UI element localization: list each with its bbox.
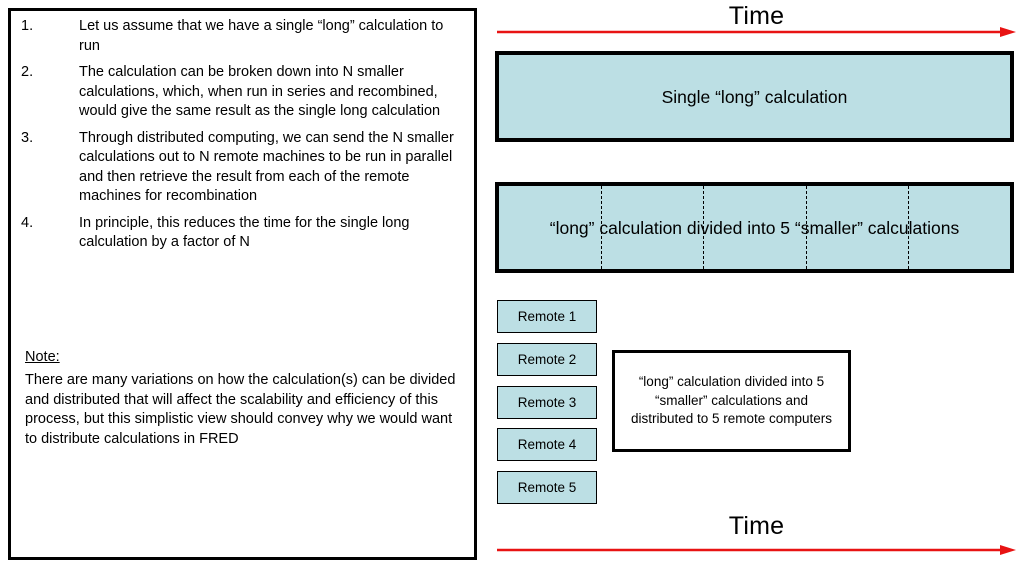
divided-calculation-bar: “long” calculation divided into 5 “small…	[495, 182, 1014, 273]
callout-text: “long” calculation divided into 5 “small…	[630, 374, 833, 427]
note-block: Note: There are many variations on how t…	[25, 347, 462, 449]
list-item-text: Let us assume that we have a single “lon…	[79, 18, 444, 54]
time-label-bottom: Time	[728, 512, 785, 540]
remote-box-5: Remote 5	[497, 471, 597, 504]
list-item: 3. Through distributed computing, we can…	[21, 129, 468, 207]
remote-box-4: Remote 4	[497, 428, 597, 461]
divided-calculation-label: “long” calculation divided into 5 “small…	[549, 217, 960, 238]
numbered-list: 1. Let us assume that we have a single “…	[21, 17, 468, 260]
remote-box-3: Remote 3	[497, 386, 597, 419]
note-heading: Note:	[25, 349, 60, 365]
single-long-calculation-bar: Single “long” calculation	[495, 51, 1014, 142]
list-item-number: 2.	[21, 64, 34, 80]
list-item-number: 4.	[21, 214, 34, 231]
explanation-panel: 1. Let us assume that we have a single “…	[8, 8, 477, 560]
list-item: 4. In principle, this reduces the time f…	[21, 214, 468, 253]
list-item: 1. Let us assume that we have a single “…	[21, 17, 468, 56]
time-label-top: Time	[728, 2, 785, 30]
single-calculation-label: Single “long” calculation	[661, 86, 848, 107]
list-item-text: Through distributed computing, we can se…	[79, 129, 454, 205]
time-arrow-bottom-icon	[497, 544, 1016, 556]
list-item-number: 3.	[21, 129, 34, 146]
list-item-text: The calculation can be broken down into …	[79, 64, 441, 119]
note-body: There are many variations on how the cal…	[25, 372, 456, 447]
list-item-text: In principle, this reduces the time for …	[79, 214, 410, 251]
remote-box-1: Remote 1	[497, 300, 597, 333]
list-item-number: 1.	[21, 18, 34, 34]
remote-box-2: Remote 2	[497, 343, 597, 376]
list-item: 2. The calculation can be broken down in…	[21, 63, 468, 122]
time-arrow-top-icon	[497, 26, 1016, 38]
callout-box: “long” calculation divided into 5 “small…	[612, 350, 851, 452]
